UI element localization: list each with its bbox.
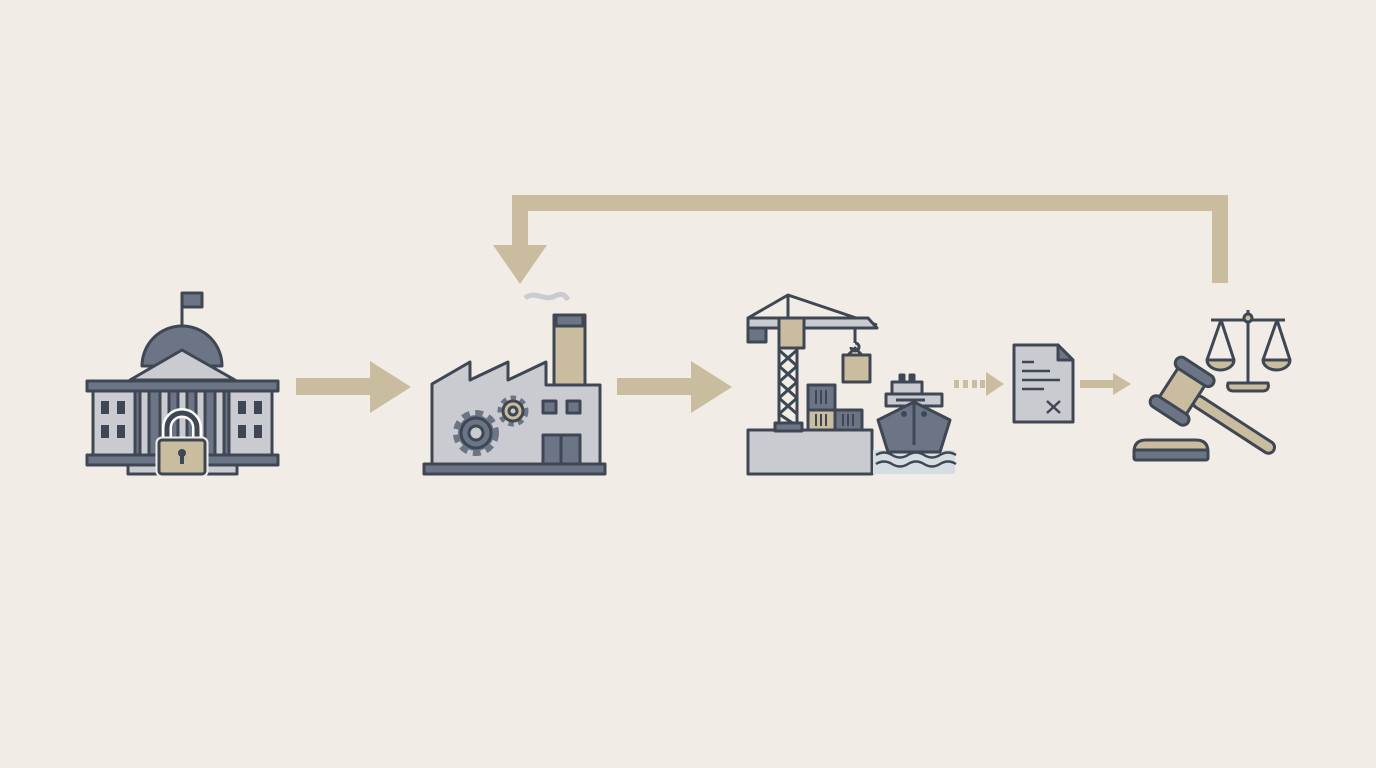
arrow-right — [296, 361, 411, 413]
factory-gears-icon — [422, 291, 607, 476]
scales-icon — [1205, 310, 1292, 393]
gavel-icon — [1132, 355, 1277, 462]
rejected-document-icon — [1012, 343, 1075, 424]
government-building-lock-icon — [85, 291, 280, 478]
padlock-icon — [155, 408, 209, 478]
arrow-right — [617, 361, 732, 413]
port-crane-ship-icon — [746, 293, 957, 476]
dotted-arrow-right — [954, 372, 1004, 396]
gavel-scales-icon — [1132, 310, 1292, 462]
gear-icon — [497, 395, 529, 427]
arrow-right — [1080, 373, 1131, 395]
feedback-arrow — [493, 195, 1228, 284]
gear-icon — [453, 410, 499, 456]
